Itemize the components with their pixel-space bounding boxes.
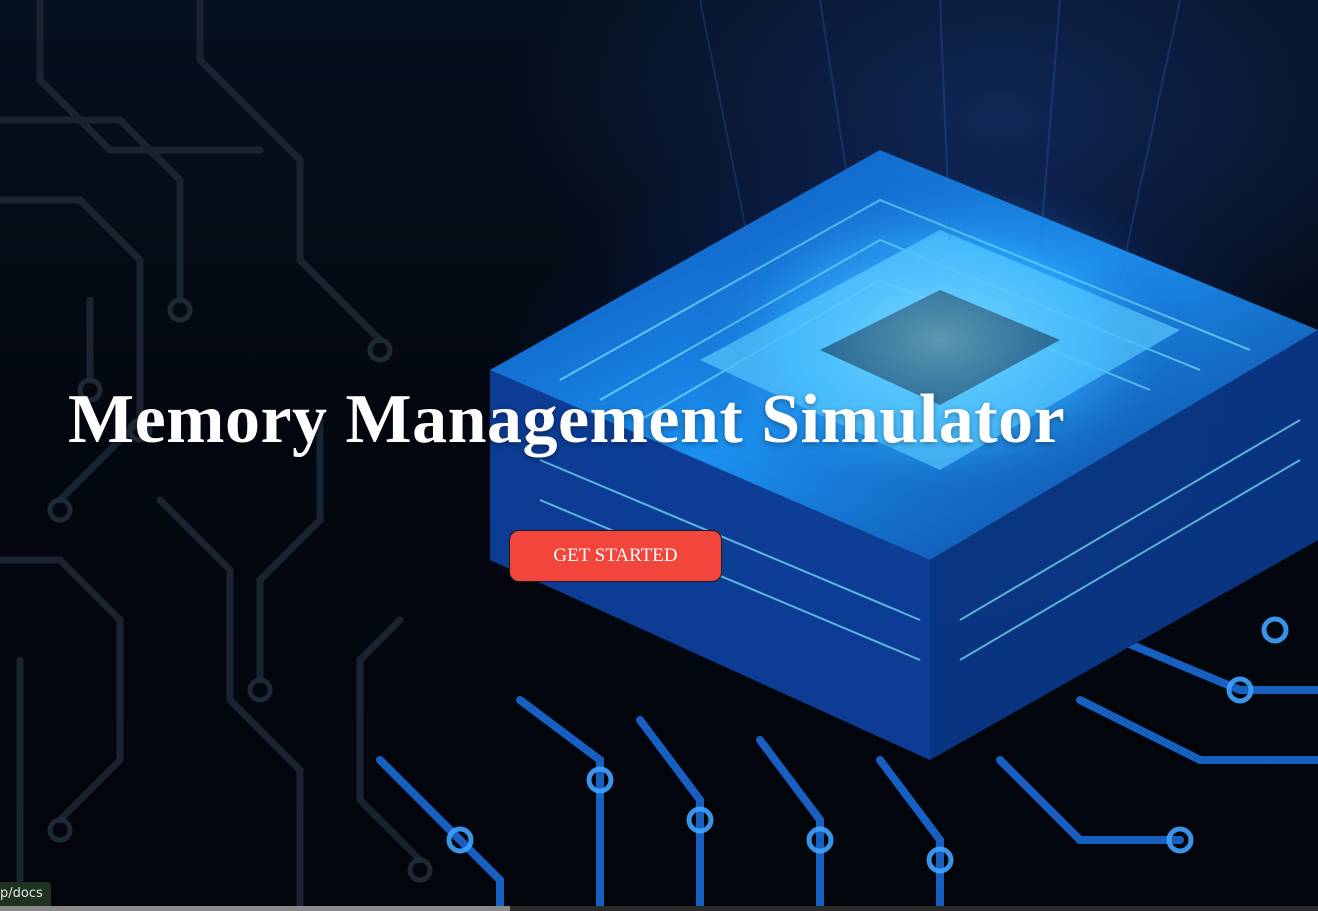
get-started-button[interactable]: GET STARTED — [509, 530, 722, 582]
page-title: Memory Management Simulator — [68, 381, 1066, 458]
link-preview-status: p/docs — [0, 882, 51, 906]
horizontal-scrollbar-thumb[interactable] — [0, 906, 510, 911]
horizontal-scrollbar[interactable] — [0, 906, 1318, 911]
